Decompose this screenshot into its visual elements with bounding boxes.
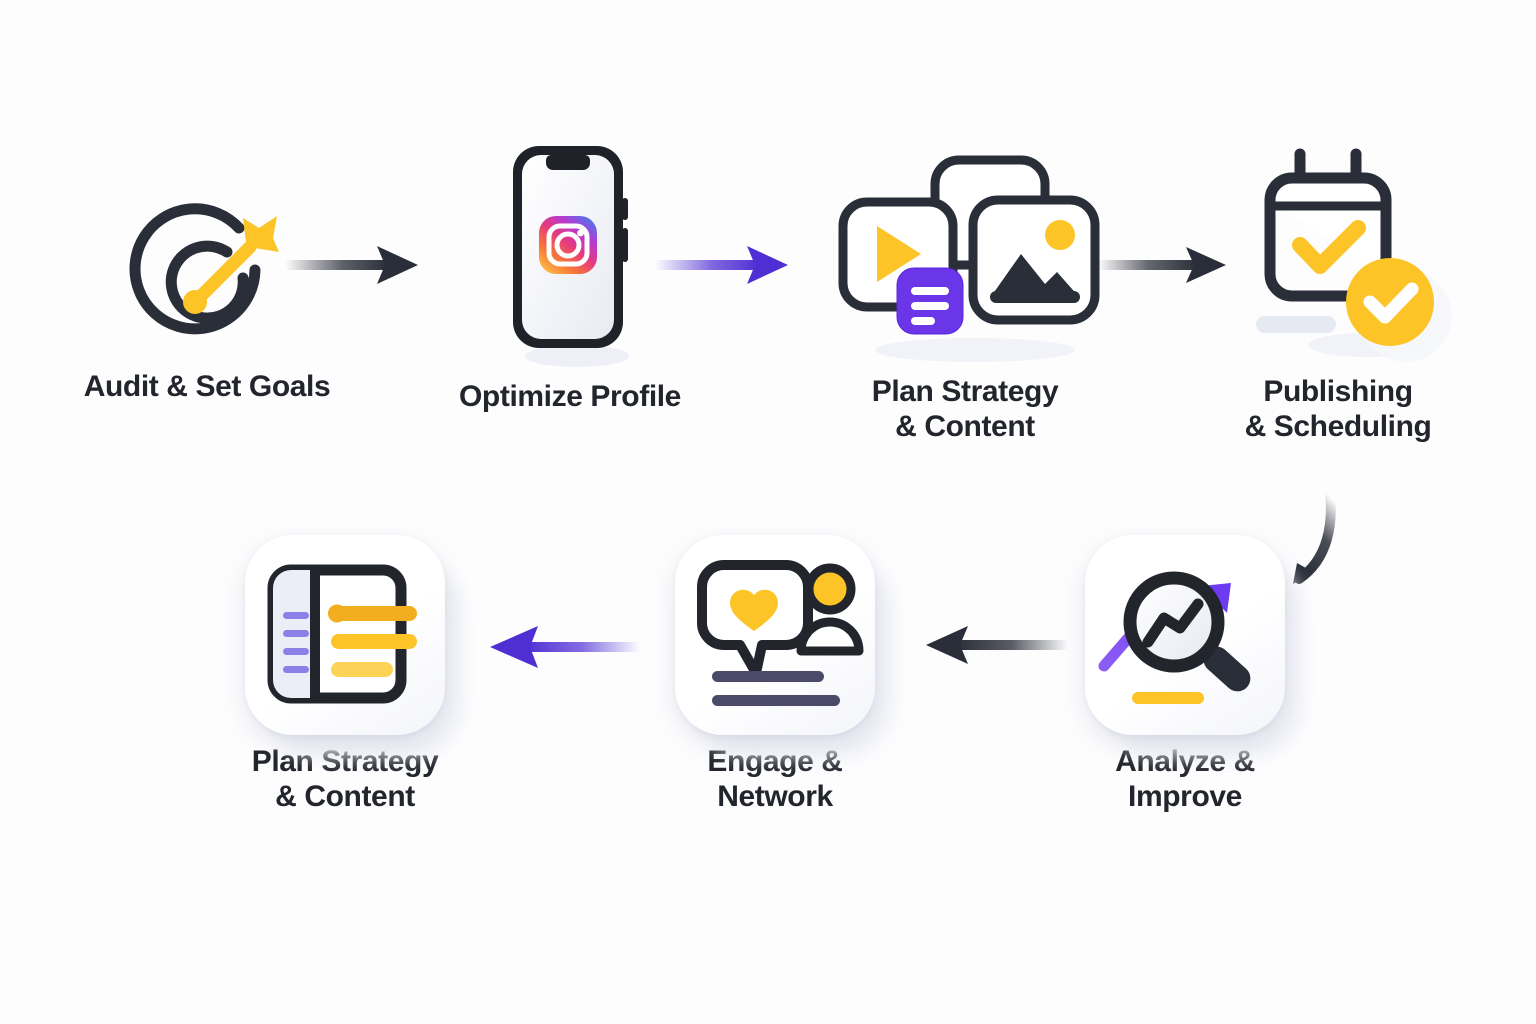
target-arrow-icon — [127, 190, 287, 360]
connector-plan-to-publishing — [1098, 238, 1238, 293]
comment-heart-user-icon — [675, 535, 875, 735]
plan-bottom-card — [245, 535, 463, 757]
connector-optimize-to-plan — [655, 238, 805, 293]
step-analyze[interactable]: Analyze & Improve — [1085, 535, 1303, 815]
step-optimize[interactable]: Optimize Profile — [430, 140, 710, 415]
step-plan-top[interactable]: Plan Strategy & Content — [820, 150, 1110, 445]
step-label-engage: Engage & Network — [707, 745, 843, 813]
connector-audit-to-optimize — [285, 238, 425, 293]
calendar-check-icon — [1228, 140, 1452, 365]
magnifier-chart-icon — [1085, 535, 1285, 735]
content-cards-icon — [825, 150, 1105, 365]
dashboard-layout-icon — [245, 535, 445, 735]
step-publishing[interactable]: Publishing & Scheduling — [1198, 140, 1478, 445]
phone-instagram-icon — [495, 140, 645, 370]
step-plan-bottom[interactable]: Plan Strategy & Content — [245, 535, 463, 815]
step-label-optimize: Optimize Profile — [459, 380, 681, 413]
step-label-audit: Audit & Set Goals — [83, 370, 331, 403]
connector-publishing-to-analyze — [1255, 479, 1385, 610]
step-label-publishing: Publishing & Scheduling — [1244, 375, 1432, 443]
step-audit[interactable]: Audit & Set Goals — [62, 190, 352, 405]
step-label-plan-top: Plan Strategy & Content — [871, 375, 1059, 443]
analyze-card — [1085, 535, 1303, 757]
step-engage[interactable]: Engage & Network — [675, 535, 893, 815]
engage-card — [675, 535, 893, 757]
connector-analyze-to-engage — [910, 618, 1070, 673]
connector-engage-to-plan-bottom — [480, 620, 640, 675]
